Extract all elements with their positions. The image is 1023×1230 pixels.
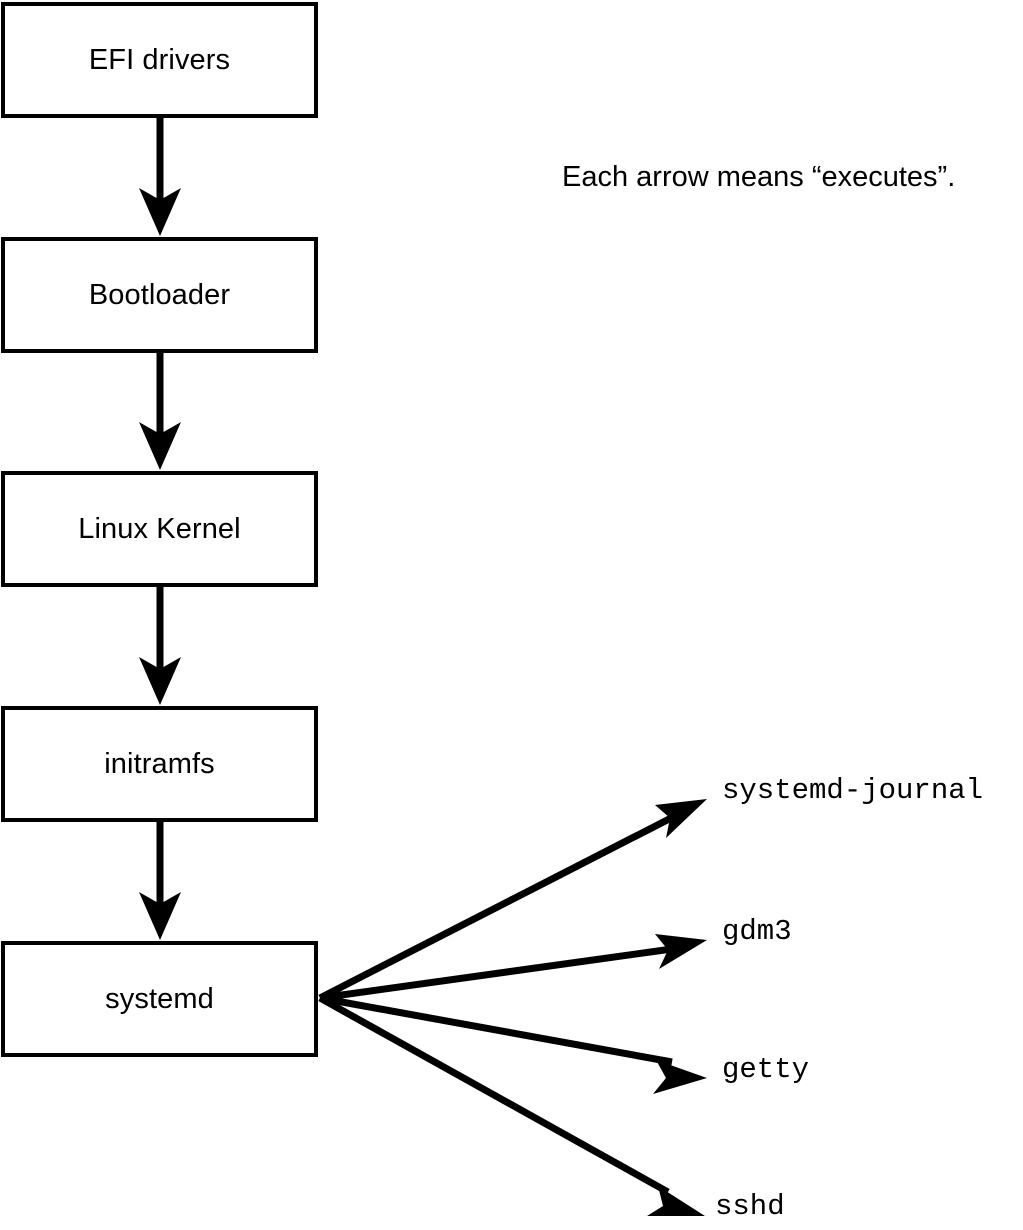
arrow-systemd-to-getty bbox=[319, 994, 707, 1094]
stage-label-initramfs: initramfs bbox=[104, 747, 215, 780]
arrow-linux-kernel-to-initramfs bbox=[139, 587, 181, 705]
stage-box-systemd[interactable]: systemd bbox=[1, 941, 318, 1057]
stage-label-linux-kernel: Linux Kernel bbox=[78, 512, 241, 545]
arrow-systemd-to-systemd-journal bbox=[318, 799, 707, 1002]
arrow-systemd-to-sshd bbox=[318, 994, 705, 1216]
arrow-meaning-note: Each arrow means “executes”. bbox=[562, 161, 956, 193]
stage-label-bootloader: Bootloader bbox=[88, 278, 231, 311]
stage-box-linux-kernel[interactable]: Linux Kernel bbox=[1, 471, 318, 587]
service-label-systemd-journal[interactable]: systemd-journal bbox=[722, 774, 984, 807]
arrow-initramfs-to-systemd bbox=[139, 822, 181, 940]
arrow-efi-drivers-to-bootloader bbox=[139, 118, 181, 236]
stage-box-bootloader[interactable]: Bootloader bbox=[1, 237, 318, 353]
stage-box-efi-drivers[interactable]: EFI drivers bbox=[1, 2, 318, 118]
service-label-sshd[interactable]: sshd bbox=[715, 1190, 785, 1223]
arrow-systemd-to-gdm3 bbox=[319, 934, 707, 1002]
stage-box-initramfs[interactable]: initramfs bbox=[1, 706, 318, 822]
stage-label-efi-drivers: EFI drivers bbox=[88, 43, 231, 76]
service-label-gdm3[interactable]: gdm3 bbox=[722, 915, 792, 948]
arrow-bootloader-to-linux-kernel bbox=[139, 353, 181, 470]
stage-label-systemd: systemd bbox=[105, 982, 214, 1015]
service-label-getty[interactable]: getty bbox=[722, 1053, 810, 1086]
